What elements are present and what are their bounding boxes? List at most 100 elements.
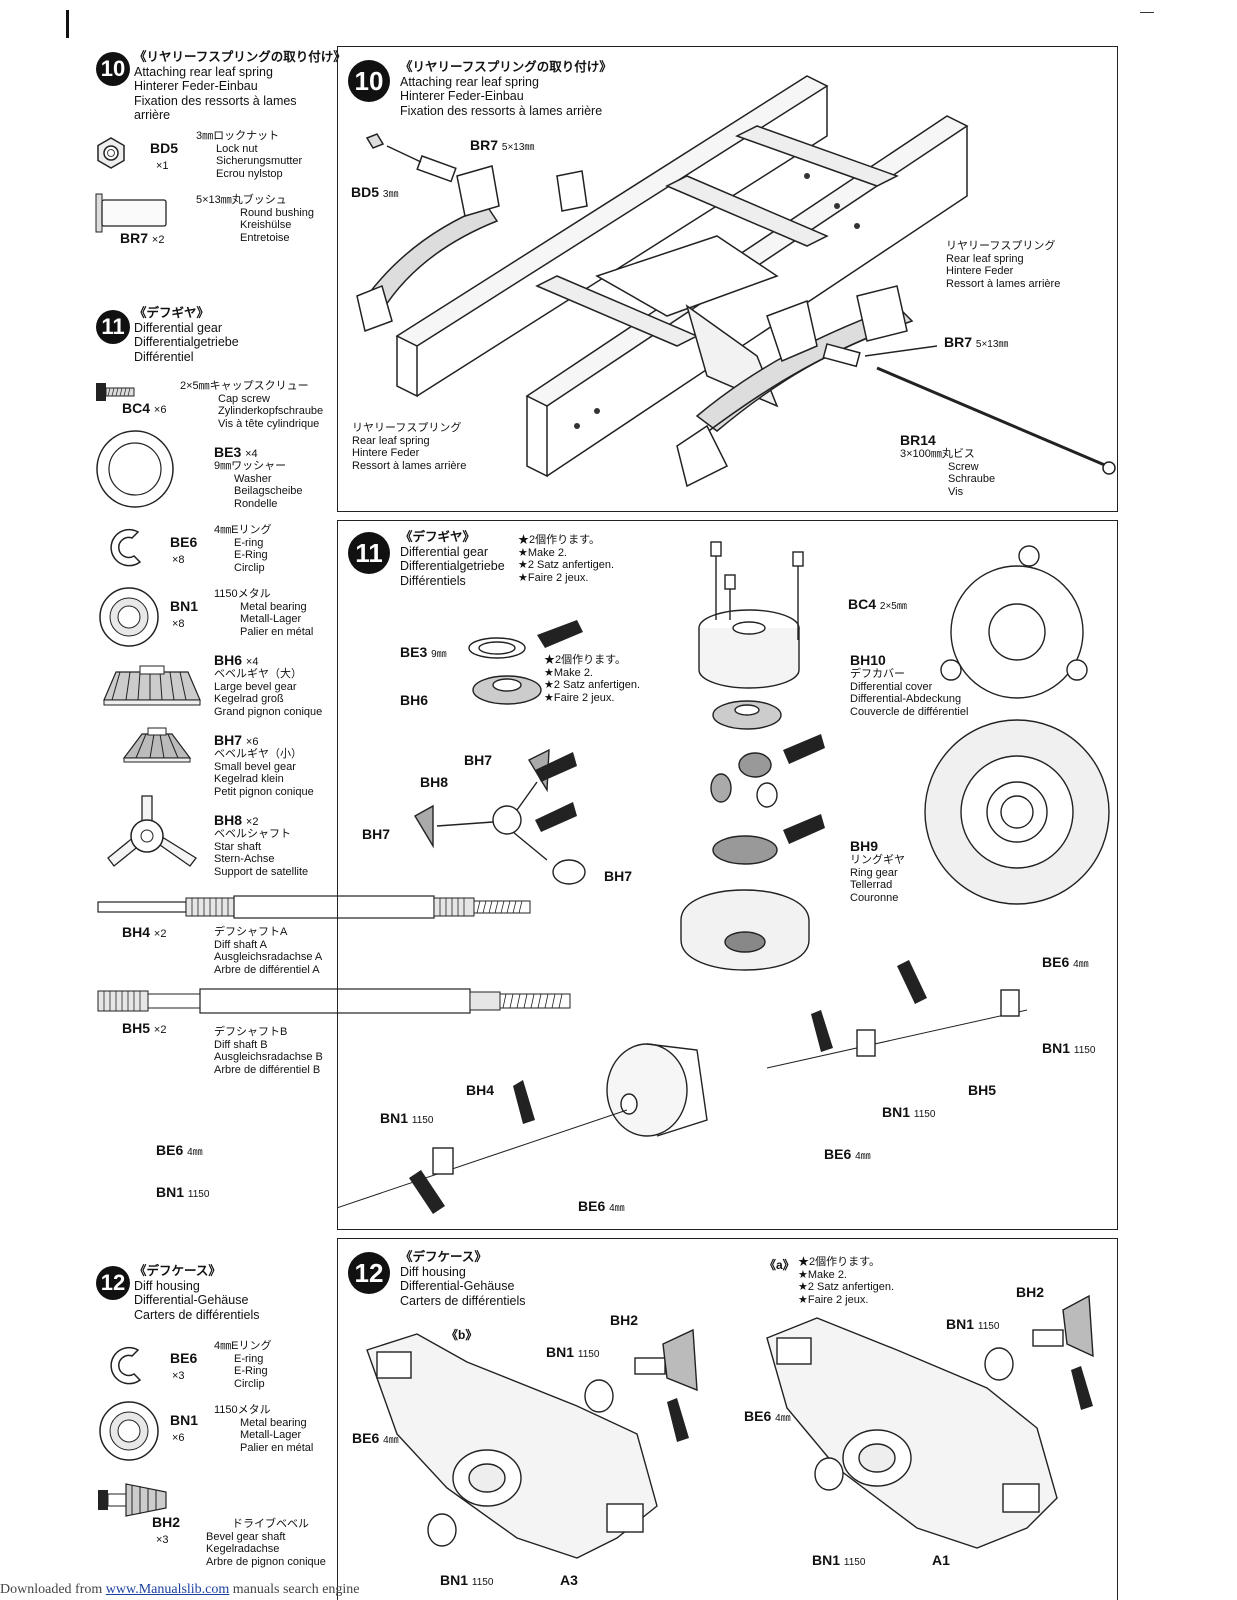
part-bd5-qty: ×1 xyxy=(156,160,169,172)
label-bh7-c: BH7 xyxy=(604,868,633,884)
star-shaft-icon xyxy=(107,795,197,867)
part-bd5-desc: 3㎜ロックナット Lock nut Sicherungsmutter Ecrou… xyxy=(196,130,303,180)
label-bn1-far-left: BN1 1150 xyxy=(156,1184,210,1200)
part-bn1-desc: 1150メタル Metal bearing Metall-Lager Palie… xyxy=(214,588,314,638)
step10-title-en: Attaching rear leaf spring xyxy=(134,64,273,79)
part-bn1-code: BN1 xyxy=(170,598,199,614)
label-br14-desc: 3×100㎜丸ビス Screw Schraube Vis xyxy=(900,448,996,498)
e-ring-icon xyxy=(110,528,142,567)
panel12-badge: 12 xyxy=(348,1252,390,1294)
step12-title-de: Differential-Gehäuse xyxy=(134,1293,249,1307)
step10-title-fr2: arrière xyxy=(134,108,171,122)
label-spring-left: リヤリーフスプリング Rear leaf spring Hintere Fede… xyxy=(352,422,467,472)
panel11-title-jp: 《デフギヤ》 xyxy=(400,530,476,544)
panel12-title: 《デフケース》 Diff housing Differential-Gehäus… xyxy=(400,1250,526,1308)
part12-bn1-qty: ×6 xyxy=(172,1432,185,1444)
step10-title: 《リヤリーフスプリングの取り付け》 Attaching rear leaf sp… xyxy=(134,50,346,123)
panel11-badge: 11 xyxy=(348,532,390,574)
differential-assembly-drawing xyxy=(337,541,1110,1214)
label12-a3: A3 xyxy=(560,1572,578,1588)
metal-bearing-icon xyxy=(99,587,159,647)
label12-bn1-b: BN1 1150 xyxy=(546,1344,600,1360)
part-bn1-qty: ×8 xyxy=(172,618,185,630)
label-be6-mid: BE6 4㎜ xyxy=(824,1146,871,1162)
label-bh6: BH6 xyxy=(400,692,429,708)
panel10-title-en: Attaching rear leaf spring xyxy=(400,74,539,89)
step12-title-en: Diff housing xyxy=(134,1278,200,1293)
step11-title-en: Differential gear xyxy=(134,320,223,335)
part-bh6-desc: ベベルギヤ（大） Large bevel gear Kegelrad groß … xyxy=(214,668,323,718)
large-bevel-gear-icon xyxy=(103,665,201,706)
label12-a1: A1 xyxy=(932,1552,950,1568)
part-br7-desc: 5×13㎜丸ブッシュ Round bushing Kreishülse Entr… xyxy=(196,194,315,244)
label-bh7-b: BH7 xyxy=(362,826,391,842)
label-sub-b: 《b》 xyxy=(446,1328,478,1342)
diff-housing-drawing xyxy=(366,1294,1094,1559)
step11-title-jp: 《デフギヤ》 xyxy=(134,306,210,320)
panel10-badge: 10 xyxy=(348,60,390,102)
step10-title-jp: 《リヤリーフスプリングの取り付け》 xyxy=(134,50,346,64)
label-br7-right: BR7 5×13㎜ xyxy=(944,334,1009,350)
part12-bh2-qty: ×3 xyxy=(156,1534,169,1546)
part-bh8-desc: ベベルシャフト Star shaft Stern-Achse Support d… xyxy=(214,828,309,878)
step10-title-de: Hinterer Feder-Einbau xyxy=(134,79,258,93)
label-be6-bottom: BE6 4㎜ xyxy=(578,1198,625,1214)
washer-icon xyxy=(96,430,174,508)
part12-bn1-code: BN1 xyxy=(170,1412,199,1428)
label-br14: BR14 xyxy=(900,432,936,448)
label-bn1-mid: BN1 1150 xyxy=(882,1104,936,1120)
part-be6-desc: 4㎜Eリング E-ring E-Ring Circlip xyxy=(214,524,272,574)
round-bushing-icon xyxy=(95,193,167,233)
step11-title: 《デフギヤ》 Differential gear Differentialget… xyxy=(134,306,239,364)
part-bh5-code: BH5 ×2 xyxy=(122,1020,167,1036)
label-bh4: BH4 xyxy=(466,1082,495,1098)
step10-title-fr1: Fixation des ressorts à lames xyxy=(134,93,297,108)
panel12-title-jp: 《デフケース》 xyxy=(400,1250,487,1264)
label12-bn1-b2: BN1 1150 xyxy=(440,1572,494,1588)
part-bh5-desc: デフシャフトB Diff shaft B Ausgleichsradachse … xyxy=(214,1026,323,1076)
part12-bh2-desc: ドライブベベル Bevel gear shaft Kegelradachse A… xyxy=(206,1518,326,1568)
part-be3-desc: 9㎜ワッシャー Washer Beilagscheibe Rondelle xyxy=(214,460,303,510)
step10-panel xyxy=(337,46,1118,512)
part-bh8-code: BH8 ×2 xyxy=(214,812,259,828)
panel12-make2-note: ★2個作ります。 ★Make 2. ★2 Satz anfertigen. ★F… xyxy=(798,1256,895,1306)
part-be6-code: BE6 xyxy=(170,534,198,550)
small-bevel-gear-icon xyxy=(122,727,192,763)
label-bh10-desc: デフカバー Differential cover Differential-Ab… xyxy=(850,668,969,718)
manualslib-link[interactable]: www.Manualslib.com xyxy=(105,1582,230,1597)
metal-bearing-icon xyxy=(99,1401,159,1461)
label-br7-top: BR7 5×13㎜ xyxy=(470,137,535,153)
part-be6-qty: ×8 xyxy=(172,554,185,566)
step12-title: 《デフケース》 Diff housing Differential-Gehäus… xyxy=(134,1264,260,1322)
chassis-frame-drawing xyxy=(356,75,1116,488)
part12-be6-qty: ×3 xyxy=(172,1370,185,1382)
label-be6-right: BE6 4㎜ xyxy=(1042,954,1089,970)
step12-title-fr: Carters de différentiels xyxy=(134,1307,260,1322)
step11-title-fr: Différentiel xyxy=(134,349,194,364)
label-bh5: BH5 xyxy=(968,1082,997,1098)
part-bh7-code: BH7 ×6 xyxy=(214,732,259,748)
part12-be6-code: BE6 xyxy=(170,1350,198,1366)
label-be6-left: BE6 4㎜ xyxy=(156,1142,203,1158)
panel10-title-jp: 《リヤリーフスプリングの取り付け》 xyxy=(400,60,612,74)
step12-title-jp: 《デフケース》 xyxy=(134,1264,221,1278)
bevel-gear-shaft-icon xyxy=(98,1483,167,1517)
label-bn1-left: BN1 1150 xyxy=(380,1110,434,1126)
part-bc4-desc: 2×5㎜キャップスクリュー Cap screw Zylinderkopfschr… xyxy=(180,380,324,430)
panel11-make2-note: ★2個作ります。 ★Make 2. ★2 Satz anfertigen. ★F… xyxy=(518,534,615,584)
step12-badge: 12 xyxy=(96,1266,130,1300)
panel11-make2-note-b: ★2個作ります。 ★Make 2. ★2 Satz anfertigen. ★F… xyxy=(544,654,641,704)
part12-be6-desc: 4㎜Eリング E-ring E-Ring Circlip xyxy=(214,1340,272,1390)
label12-bn1-a: BN1 1150 xyxy=(946,1316,1000,1332)
label-bh8: BH8 xyxy=(420,774,449,790)
part-bh6-code: BH6 ×4 xyxy=(214,652,259,668)
step11-badge: 11 xyxy=(96,310,130,344)
panel12-title-fr: Carters de différentiels xyxy=(400,1293,526,1308)
label12-be6-b: BE6 4㎜ xyxy=(352,1430,399,1446)
step11-title-de: Differentialgetriebe xyxy=(134,335,239,349)
diff-shaft-b-icon xyxy=(97,988,571,1014)
top-right-mark xyxy=(1140,12,1154,13)
label-be3: BE3 9㎜ xyxy=(400,644,447,660)
left-margin-bar xyxy=(66,10,69,38)
cap-screw-icon xyxy=(96,383,135,401)
